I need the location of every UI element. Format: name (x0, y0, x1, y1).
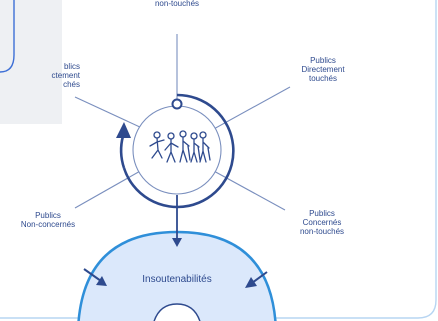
spoke-right-bottom (211, 169, 286, 211)
label-top: non-touchés (154, 0, 200, 8)
label-left-partial: blics ctement chés (51, 62, 80, 89)
spoke-left-bottom (74, 169, 143, 209)
label-right-bottom: Publics Concernés non-touchés (299, 209, 345, 236)
down-arrow-head (172, 238, 182, 247)
right-arrow-head (245, 277, 257, 288)
cycle-arc-left (119, 135, 126, 169)
cycle-arrowhead (116, 122, 131, 138)
dome-title: Insoutenabilités (142, 274, 212, 285)
right-arrow-line (251, 271, 268, 284)
left-arrow-head (96, 276, 107, 286)
cycle-arc (122, 93, 235, 209)
side-panel (0, 0, 62, 124)
spoke-left-top (74, 96, 143, 129)
people-group-icon (149, 130, 211, 163)
left-arrow-line (83, 268, 102, 282)
label-left-bottom: Publics Non-concernés (20, 211, 76, 229)
spoke-right-top (211, 86, 291, 131)
side-panel-border (0, 0, 15, 73)
label-right-top: Publics Directement touchés (301, 56, 345, 83)
dome-inner-arc (153, 303, 201, 321)
top-node (171, 98, 183, 110)
